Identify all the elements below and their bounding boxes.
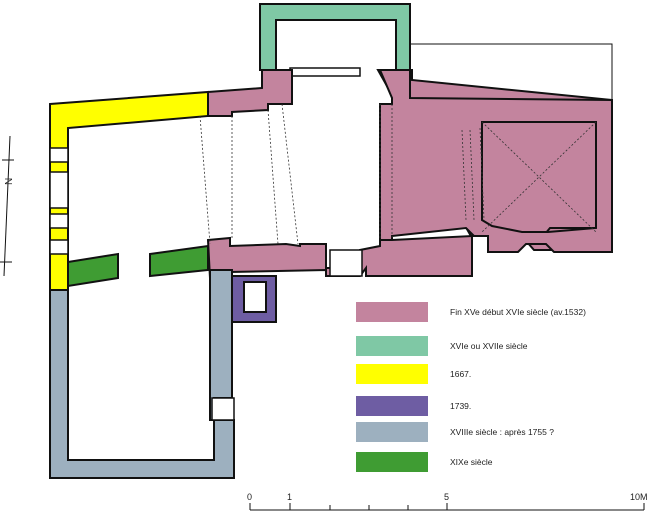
north-porch-wall bbox=[259, 3, 411, 71]
north-label: N bbox=[4, 178, 15, 185]
south-wall-east-segment bbox=[149, 244, 209, 278]
legend-label: 1667. bbox=[450, 369, 471, 379]
wall-group-16th-17th-century bbox=[259, 3, 411, 77]
chancel-wall bbox=[378, 69, 613, 253]
doorway-east bbox=[211, 397, 235, 421]
vault-dotted-lines bbox=[199, 103, 597, 245]
scale-label-1: 1 bbox=[287, 492, 292, 502]
legend: Fin XVe début XVIe siècle (av.1532) XVIe … bbox=[356, 302, 586, 472]
legend-swatch bbox=[356, 302, 428, 322]
window-west-1 bbox=[49, 147, 69, 163]
nave-south-wall bbox=[206, 234, 473, 279]
north-arrow: N bbox=[0, 135, 15, 277]
legend-label: XVIe ou XVIIe siècle bbox=[450, 341, 528, 351]
wall-group-1739 bbox=[231, 275, 277, 323]
scale-label-10m: 10M bbox=[630, 492, 648, 502]
south-porch-step bbox=[329, 249, 363, 277]
wall-group-18th-century bbox=[49, 269, 235, 479]
window-west-3 bbox=[49, 213, 69, 229]
legend-swatch bbox=[356, 422, 428, 442]
sacristy-wall bbox=[231, 275, 277, 323]
south-room-wall bbox=[49, 289, 235, 479]
legend-swatch bbox=[356, 364, 428, 384]
scale-label-0: 0 bbox=[247, 492, 252, 502]
nave-north-wall bbox=[207, 69, 293, 117]
legend-label: XIXe siècle bbox=[450, 457, 493, 467]
scale-label-5: 5 bbox=[444, 492, 449, 502]
legend-label: 1739. bbox=[450, 401, 471, 411]
window-west-2 bbox=[49, 171, 69, 209]
legend-label: XVIIIe siècle : après 1755 ? bbox=[450, 427, 554, 437]
west-windows bbox=[49, 147, 69, 255]
legend-label: Fin XVe début XVIe siècle (av.1532) bbox=[450, 307, 586, 317]
north-porch-opening bbox=[289, 67, 361, 77]
legend-swatch bbox=[356, 336, 428, 356]
window-west-4 bbox=[49, 239, 69, 255]
legend-swatch bbox=[356, 396, 428, 416]
wall-group-19th-century bbox=[67, 244, 209, 288]
wall-group-late-15th-century bbox=[206, 69, 613, 279]
south-room-door bbox=[211, 397, 235, 421]
outline-top-right bbox=[410, 43, 613, 100]
south-wall-west-segment bbox=[67, 252, 119, 288]
scale-bar: 0 1 5 10M bbox=[247, 492, 648, 511]
legend-swatch bbox=[356, 452, 428, 472]
